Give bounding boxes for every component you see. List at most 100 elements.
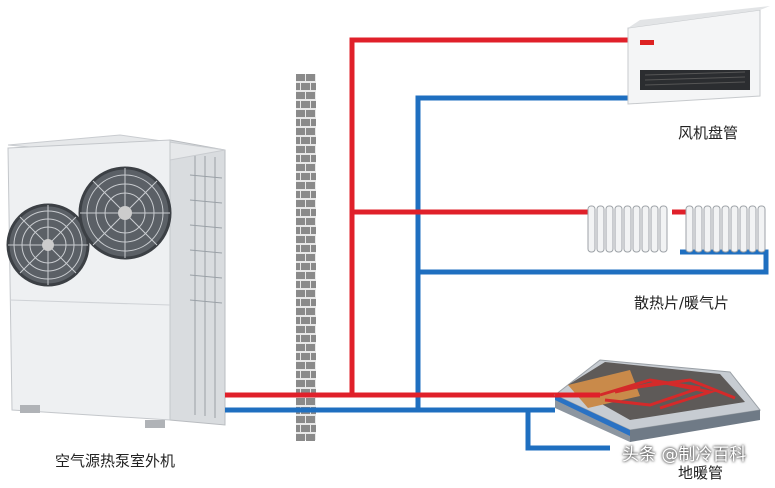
brick <box>296 263 300 270</box>
brick <box>306 416 315 423</box>
brick <box>301 101 310 108</box>
brick <box>306 290 315 297</box>
brick <box>311 173 316 180</box>
brick <box>306 434 315 441</box>
outdoor-heat-pump-unit <box>6 134 226 428</box>
brick <box>296 317 300 324</box>
brick <box>296 272 305 279</box>
radiator-fin <box>623 205 632 253</box>
floor-heating-section <box>554 359 761 442</box>
brick <box>306 92 315 99</box>
brick <box>296 227 300 234</box>
radiator-fin <box>712 205 721 253</box>
brick <box>296 371 300 378</box>
brick <box>306 362 315 369</box>
supply-pipes <box>225 37 690 398</box>
brick <box>306 308 315 315</box>
brick <box>296 380 305 387</box>
brick <box>301 245 310 252</box>
brick <box>301 281 310 288</box>
brick <box>296 92 305 99</box>
radiator-fin <box>685 205 694 253</box>
brick <box>306 326 315 333</box>
brick <box>306 74 315 81</box>
brick <box>296 200 305 207</box>
radiator-fin <box>632 205 641 253</box>
brick <box>296 398 305 405</box>
brick <box>296 146 305 153</box>
brick <box>311 83 316 90</box>
brick <box>311 209 316 216</box>
brick <box>301 353 310 360</box>
watermark-text: 头条 @制冷百科 <box>622 445 747 465</box>
fan-left <box>6 203 90 287</box>
fan-coil-unit <box>627 6 770 105</box>
brick <box>306 146 315 153</box>
brick <box>311 425 316 432</box>
brick <box>296 362 305 369</box>
brick <box>301 155 310 162</box>
radiator-fin <box>605 205 614 253</box>
brick <box>301 173 310 180</box>
radiator-fin <box>614 205 623 253</box>
brick <box>301 83 310 90</box>
brick <box>311 281 316 288</box>
radiator-fin <box>721 205 730 253</box>
brick <box>311 317 316 324</box>
radiator-fin <box>694 205 703 253</box>
brick <box>296 101 300 108</box>
brick <box>296 281 300 288</box>
brick <box>296 434 305 441</box>
brick <box>296 182 305 189</box>
fan-coil-label: 风机盘管 <box>678 124 739 142</box>
radiator-fin <box>730 205 739 253</box>
brick <box>296 425 300 432</box>
brick <box>301 299 310 306</box>
brick <box>296 335 300 342</box>
brick <box>311 263 316 270</box>
brick <box>301 335 310 342</box>
brick <box>296 110 305 117</box>
brick <box>311 101 316 108</box>
brick <box>296 155 300 162</box>
brick <box>306 236 315 243</box>
radiators <box>587 205 766 253</box>
outdoor-unit-label: 空气源热泵室外机 <box>55 452 176 470</box>
brick <box>311 335 316 342</box>
brick <box>306 218 315 225</box>
brick <box>296 290 305 297</box>
radiator-fin <box>748 205 757 253</box>
brick <box>306 182 315 189</box>
brick <box>296 209 300 216</box>
brick <box>301 371 310 378</box>
brick <box>311 371 316 378</box>
brick <box>301 137 310 144</box>
brick <box>296 236 305 243</box>
brick <box>301 209 310 216</box>
brick <box>301 119 310 126</box>
brick <box>311 155 316 162</box>
brick <box>301 191 310 198</box>
brick <box>311 299 316 306</box>
brick <box>306 344 315 351</box>
brick <box>296 173 300 180</box>
brick <box>296 74 305 81</box>
brick <box>296 299 300 306</box>
brick <box>296 344 305 351</box>
brick <box>306 110 315 117</box>
radiator-fin <box>596 205 605 253</box>
brick <box>311 119 316 126</box>
brick <box>306 200 315 207</box>
brick <box>296 326 305 333</box>
brick <box>311 353 316 360</box>
brick <box>296 416 305 423</box>
brick <box>296 308 305 315</box>
brick <box>296 218 305 225</box>
brick <box>296 164 305 171</box>
brick <box>301 227 310 234</box>
radiator-fin <box>650 205 659 253</box>
brick <box>296 254 305 261</box>
radiator-fin <box>641 205 650 253</box>
brick <box>296 353 300 360</box>
brick <box>296 119 300 126</box>
